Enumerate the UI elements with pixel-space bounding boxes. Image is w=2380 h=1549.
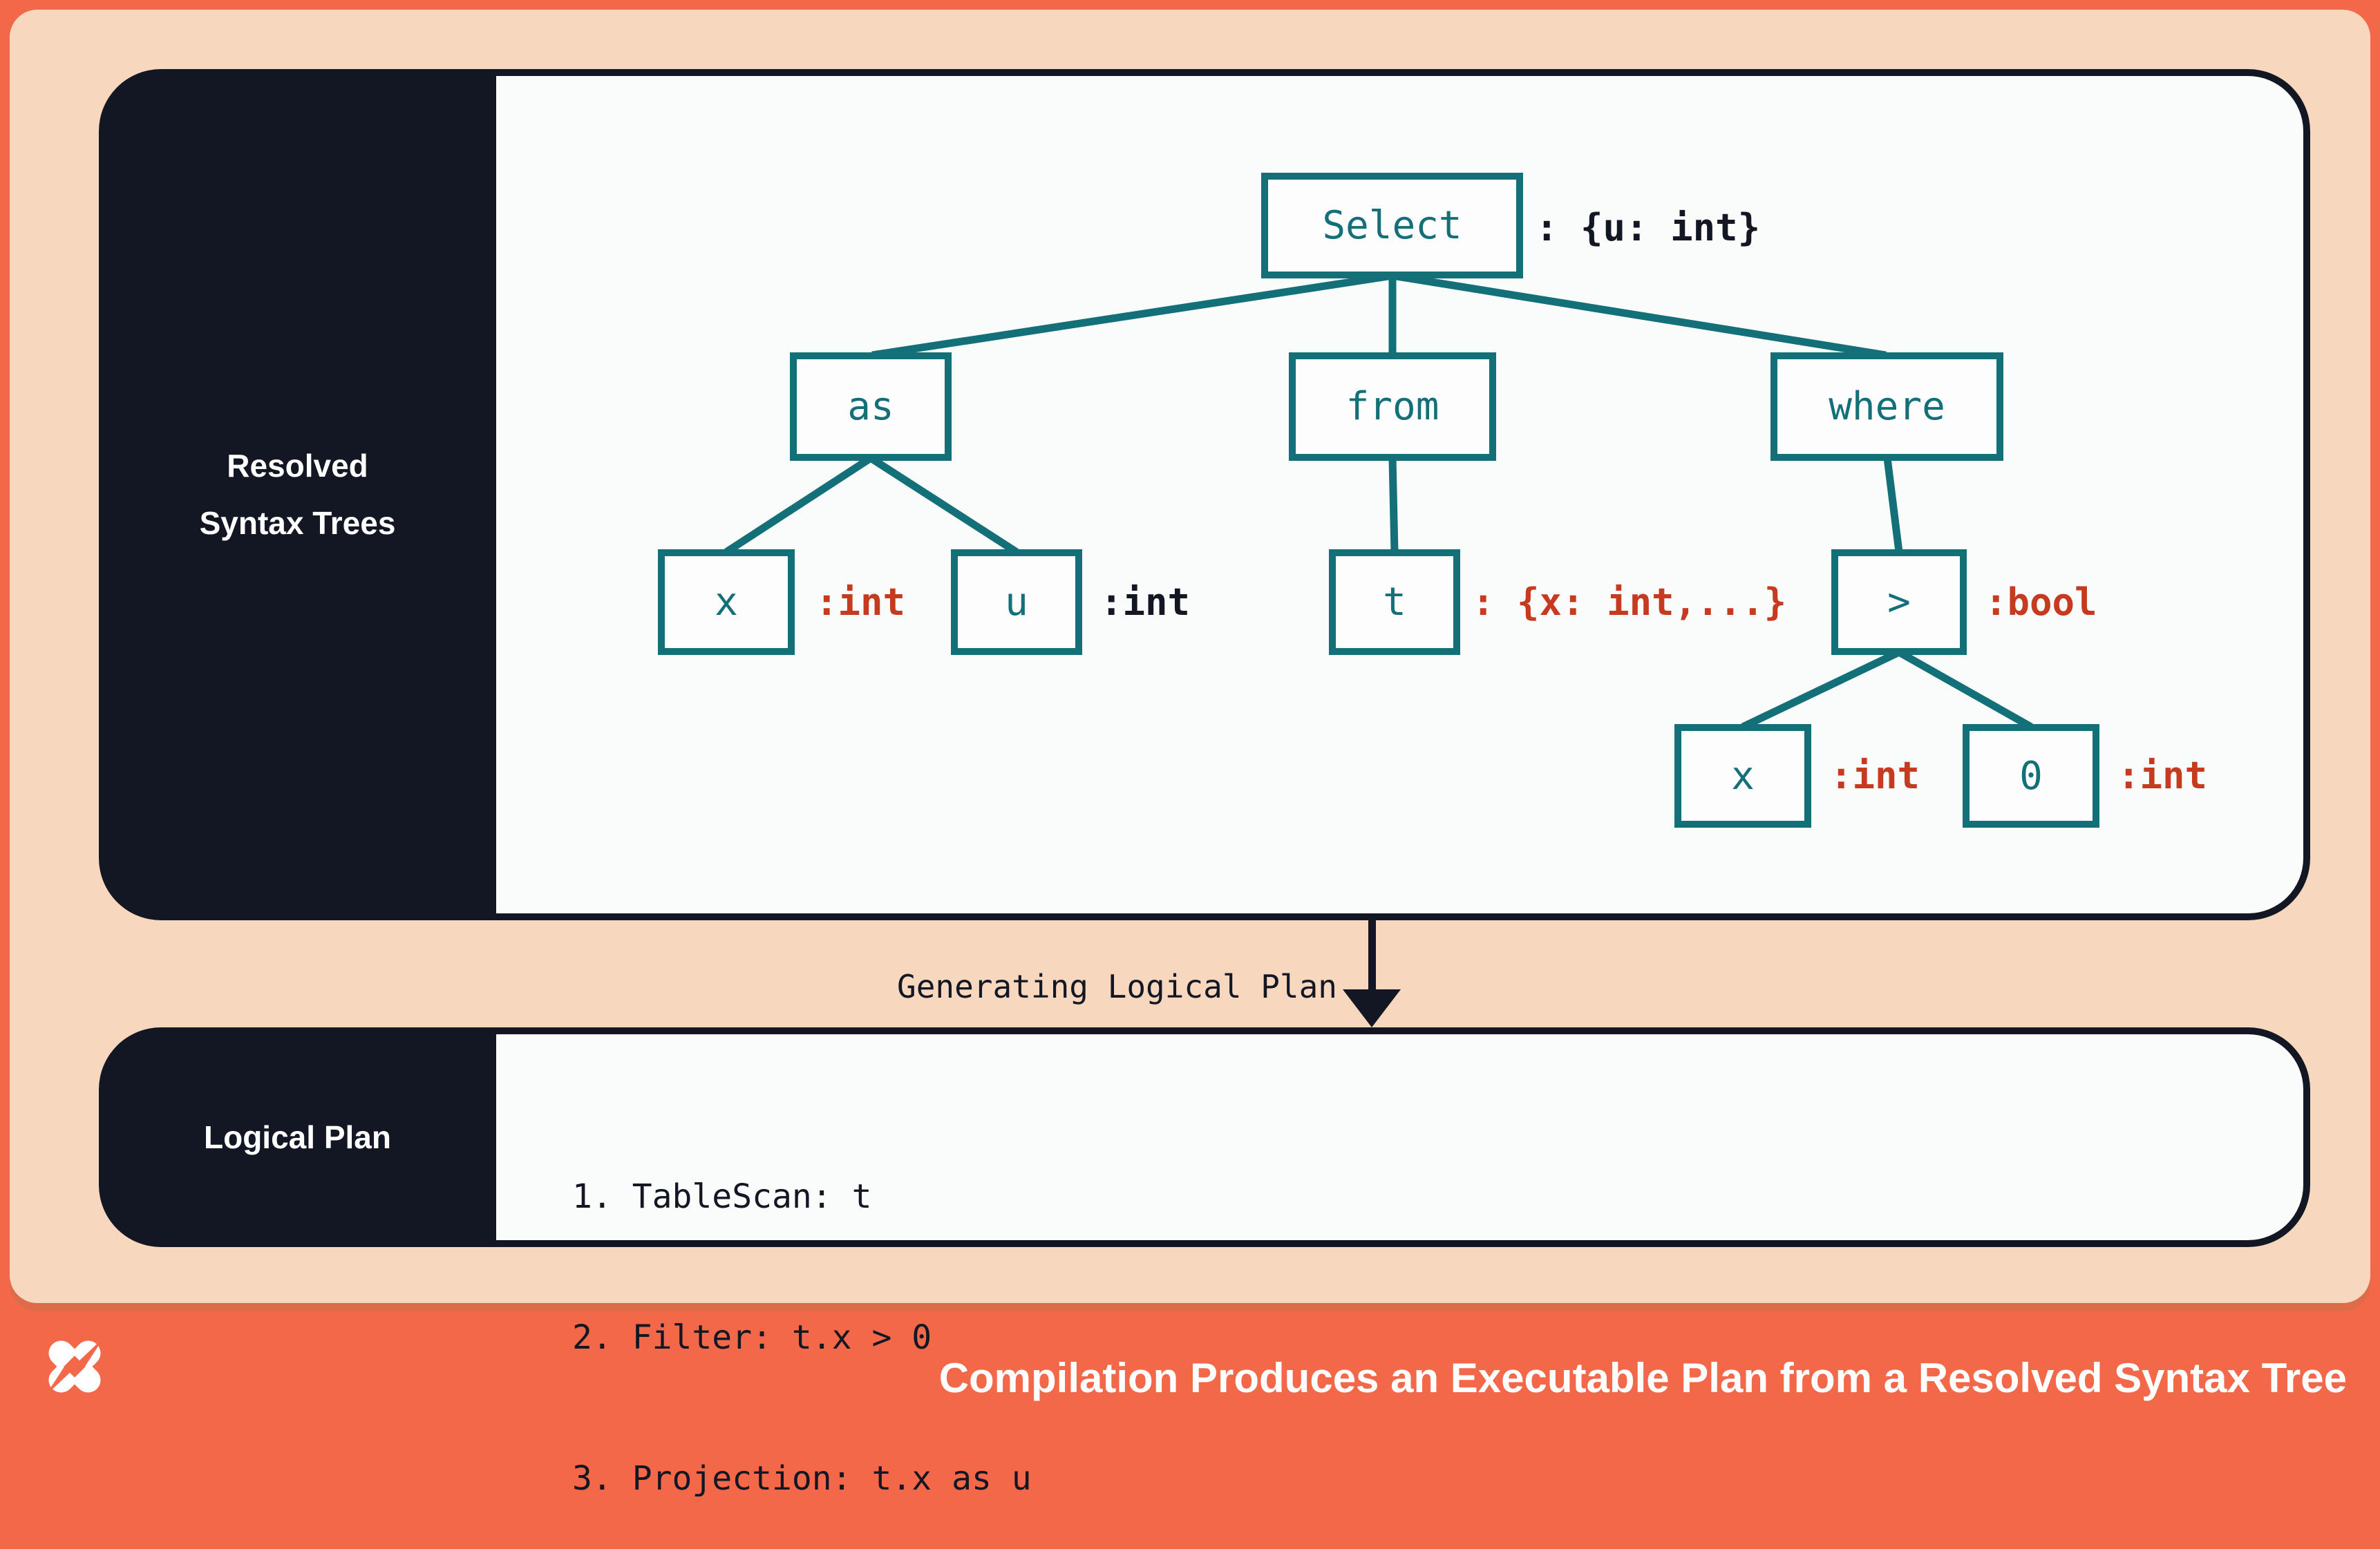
logical-plan-steps: 1. TableScan: t 2. Filter: t.x > 0 3. Pr… (572, 1079, 1032, 1549)
resolved-syntax-trees-title: Resolved Syntax Trees (99, 69, 496, 920)
star-pinwheel-logo-icon (45, 1337, 104, 1396)
plan-step: 2. Filter: t.x > 0 (572, 1318, 932, 1357)
tree-node-greater-than: > (1831, 549, 1967, 655)
down-arrow-head-icon (1343, 989, 1401, 1027)
logical-plan-panel (99, 1027, 2310, 1247)
type-annotation-zero: :int (2117, 754, 2208, 797)
tree-node-select: Select (1261, 173, 1523, 278)
type-annotation-greater-than: :bool (1985, 580, 2097, 624)
tree-node-from: from (1289, 352, 1496, 461)
type-annotation-x-projection: :int (815, 580, 906, 624)
node-label: where (1829, 384, 1945, 429)
node-label: Select (1322, 203, 1462, 248)
plan-step: 1. TableScan: t (572, 1177, 872, 1216)
tree-node-zero: 0 (1963, 724, 2099, 828)
type-annotation-select: : {u: int} (1536, 206, 1761, 249)
node-label: 0 (2019, 753, 2043, 799)
footer-caption: Compilation Produces an Executable Plan … (938, 1355, 2347, 1401)
logical-plan-title: Logical Plan (99, 1027, 496, 1247)
plan-step: 3. Projection: t.x as u (572, 1459, 1032, 1498)
flow-arrow-label: Generating Logical Plan (897, 968, 1337, 1005)
type-annotation-t: : {x: int,...} (1472, 580, 1787, 624)
node-label: from (1345, 384, 1439, 429)
down-arrow-icon (1368, 919, 1376, 994)
type-annotation-u: :int (1100, 580, 1191, 624)
tree-node-as: as (790, 352, 952, 461)
node-label: > (1887, 580, 1911, 625)
node-label: t (1383, 580, 1406, 625)
node-label: x (1731, 753, 1755, 799)
tree-node-x-predicate: x (1674, 724, 1811, 828)
type-annotation-x-predicate: :int (1830, 754, 1920, 797)
node-label: as (847, 384, 894, 429)
panel-title-text: Logical Plan (204, 1119, 391, 1155)
node-label: x (715, 580, 738, 625)
tree-node-where: where (1770, 352, 2003, 461)
logical-plan-body (496, 1034, 2303, 1240)
tree-node-x-projection: x (658, 549, 795, 655)
panel-title-text: Resolved Syntax Trees (199, 448, 396, 541)
tree-node-u: u (951, 549, 1082, 655)
node-label: u (1005, 580, 1028, 625)
tree-node-t: t (1329, 549, 1460, 655)
